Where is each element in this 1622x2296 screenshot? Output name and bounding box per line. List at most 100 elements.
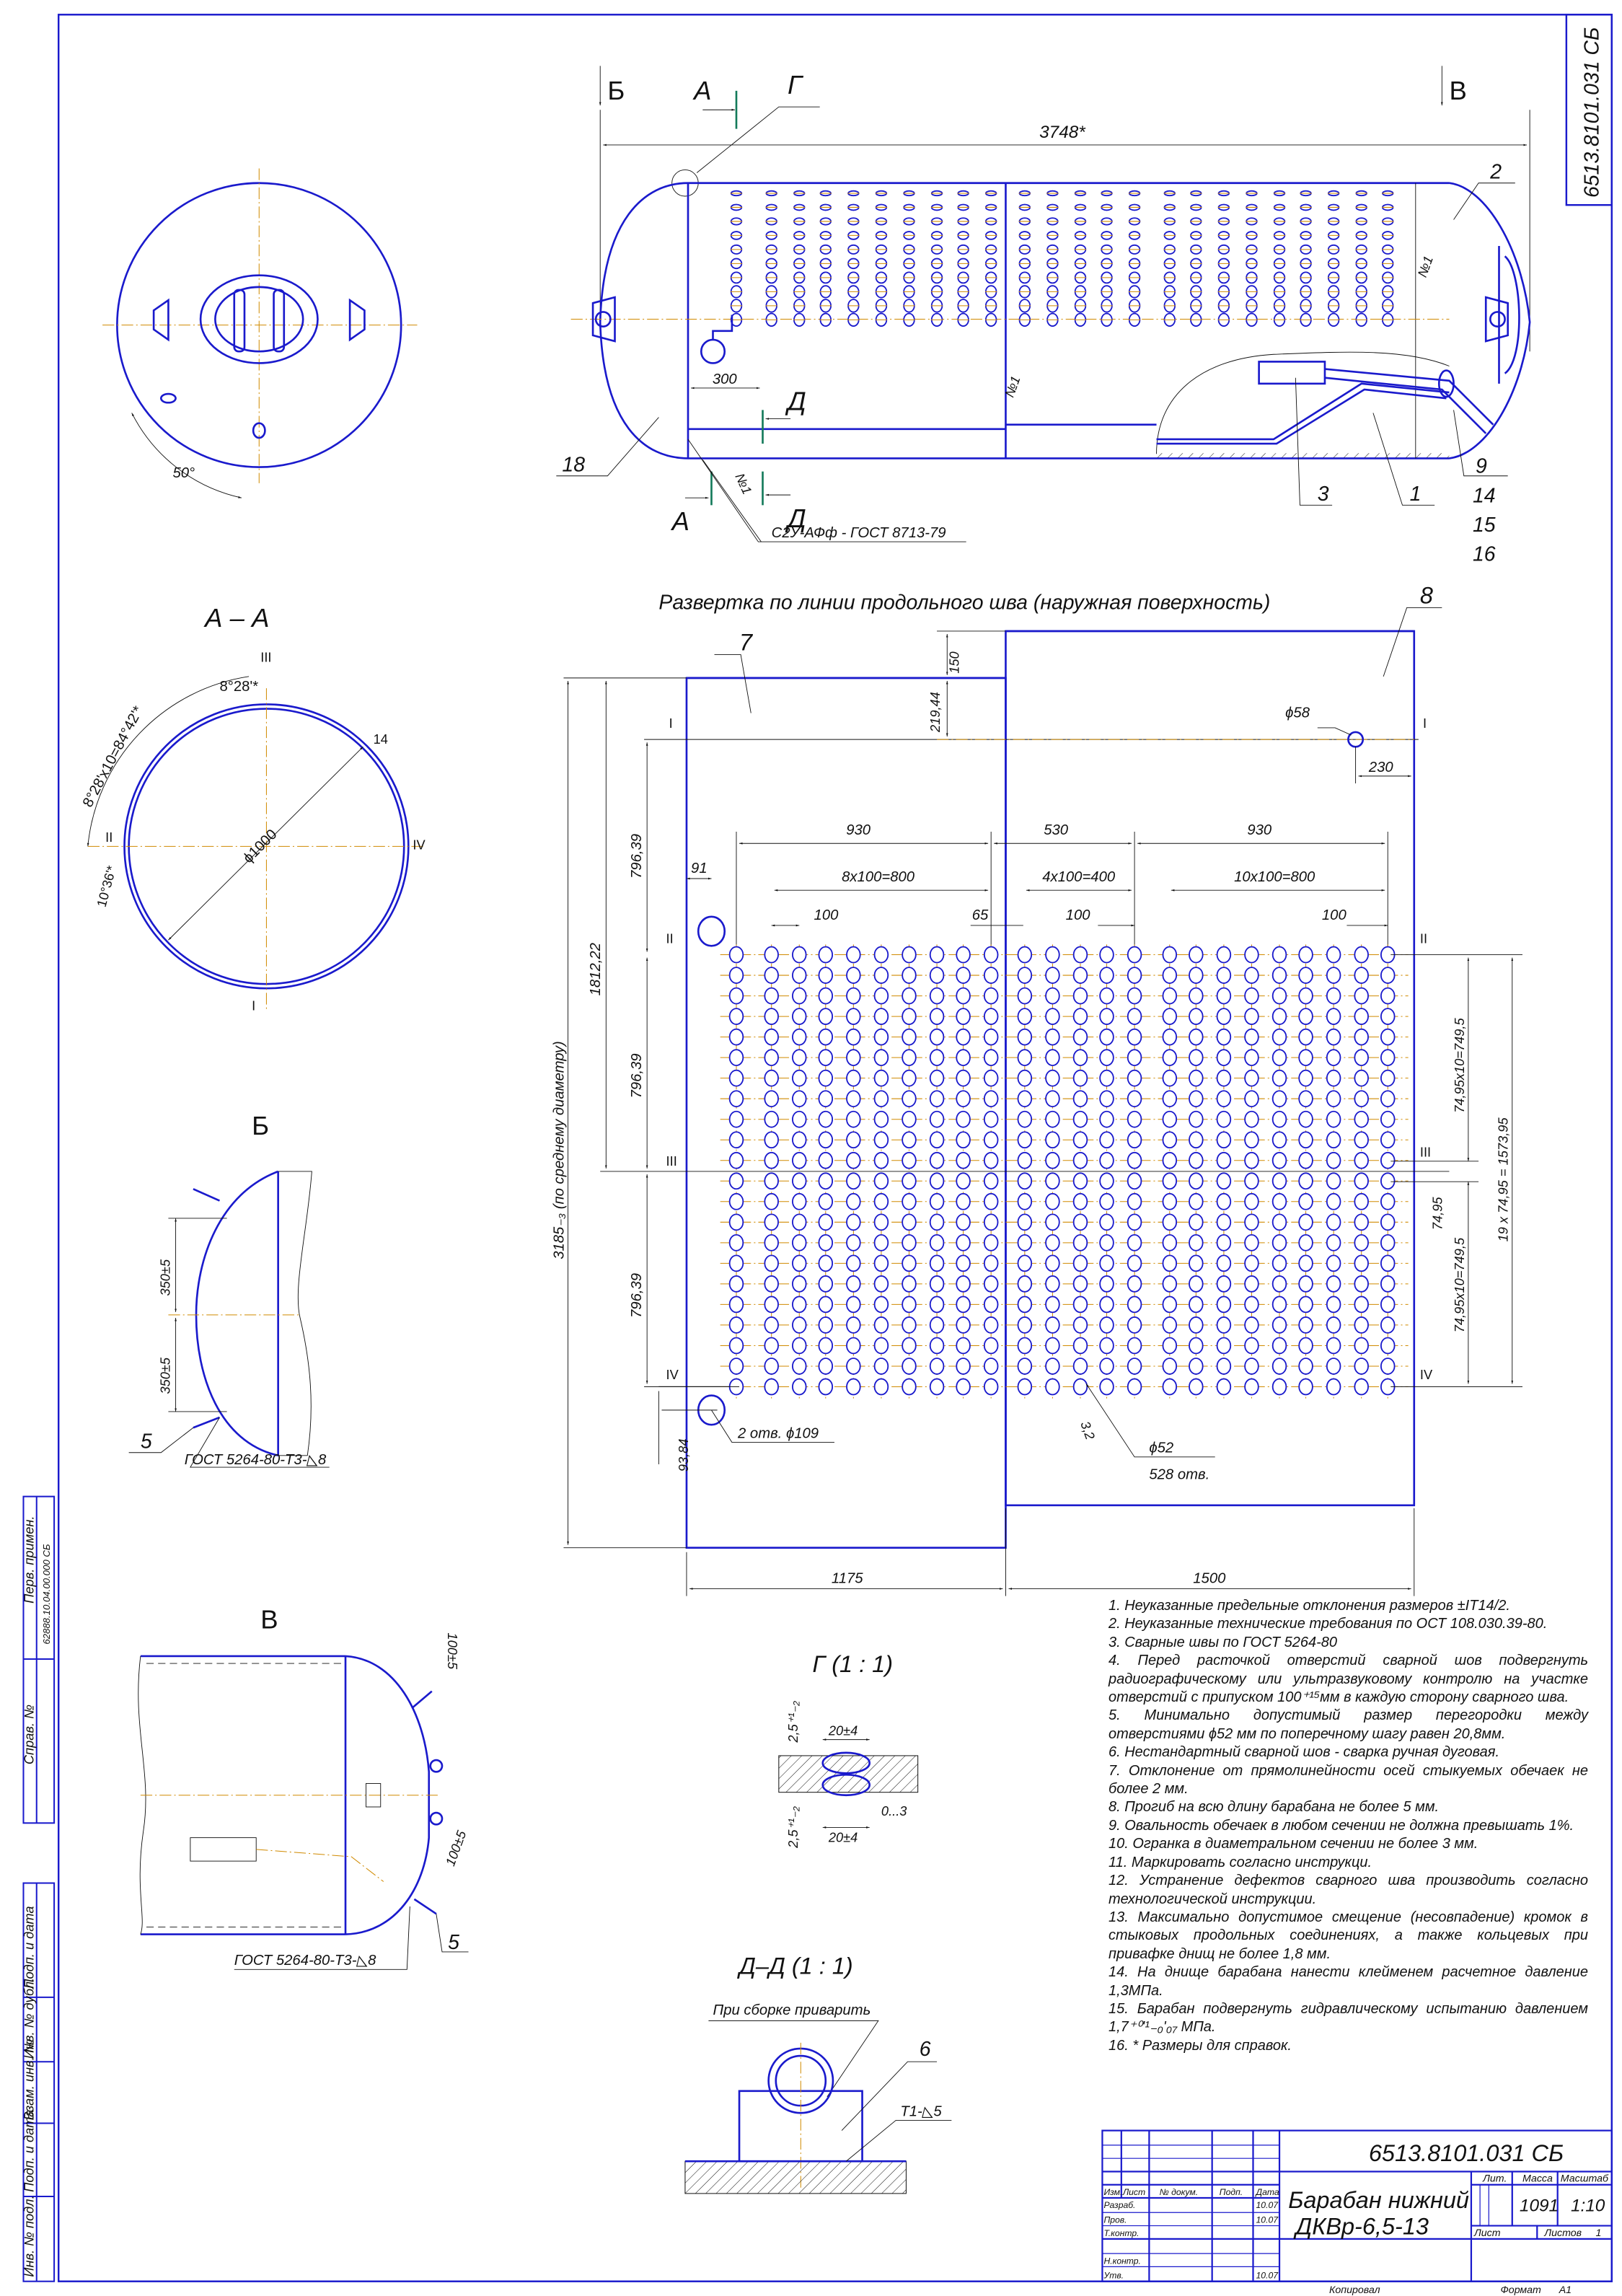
tube-hole <box>983 1090 999 1108</box>
blowdown-pipe <box>1156 382 1450 445</box>
tube-hole <box>1045 1233 1060 1252</box>
tube-hole <box>792 1316 807 1334</box>
tube-hole <box>1271 1192 1287 1210</box>
right-head <box>1449 182 1531 459</box>
tube-hole <box>1127 1028 1142 1046</box>
tube-hole <box>792 1275 807 1293</box>
tube-hole <box>873 1008 889 1025</box>
tube-hole <box>846 1008 861 1025</box>
tube-hole <box>1127 1049 1142 1067</box>
tube-hole <box>902 946 917 964</box>
tube-hole <box>1189 1069 1204 1087</box>
tube-hole <box>956 1110 971 1128</box>
tube-hole <box>1298 1028 1313 1046</box>
tube-hole <box>1099 987 1114 1005</box>
tube-hole <box>1326 1337 1341 1355</box>
section-aa-title: А – А <box>203 603 269 633</box>
tube-hole <box>1072 1069 1088 1087</box>
tube-hole <box>1271 1151 1287 1169</box>
tube-hole <box>1380 967 1396 984</box>
dim-1573: 19 x 74,95 = 1573,95 <box>1496 1117 1511 1242</box>
tube-hole <box>728 1131 744 1149</box>
tube-hole <box>873 1296 889 1314</box>
tube-hole <box>1045 1192 1060 1210</box>
tube-hole <box>1045 1028 1060 1046</box>
tube-hole <box>1127 1172 1142 1190</box>
tube-hole <box>1189 1110 1204 1128</box>
tube-hole <box>1354 1378 1369 1396</box>
tube-hole <box>983 1358 999 1375</box>
tube-hole <box>956 1296 971 1314</box>
tube-hole <box>1162 1378 1178 1396</box>
tube-hole <box>902 1337 917 1355</box>
tube-hole <box>1354 1213 1369 1231</box>
tube-hole <box>902 1069 917 1087</box>
tube-hole <box>1189 1275 1204 1293</box>
tube-hole <box>956 1378 971 1396</box>
tube-hole <box>1244 1131 1259 1149</box>
tube-hole <box>1380 1192 1396 1210</box>
overall-length-dim: 3748* <box>1039 123 1086 142</box>
tube-holes-development <box>720 944 1409 1399</box>
tube-hole <box>956 1358 971 1375</box>
tube-hole <box>929 967 945 984</box>
section-dd-weld: Т1-◺5 <box>900 2103 942 2119</box>
tube-hole <box>846 1172 861 1190</box>
tube-hole <box>1162 1028 1178 1046</box>
tube-hole <box>983 1378 999 1396</box>
dim-7495: 74,95 <box>1429 1197 1445 1231</box>
dev-roman-I-left: I <box>669 716 673 731</box>
section-dd-title: Д–Д (1 : 1) <box>737 1953 853 1979</box>
tube-hole <box>818 1008 834 1025</box>
tube-hole <box>818 1110 834 1128</box>
tube-hole <box>1380 1233 1396 1252</box>
dev-roman-IV-right: IV <box>1420 1367 1433 1382</box>
tube-hole <box>929 1110 945 1128</box>
tube-hole <box>1045 946 1060 964</box>
roman-IV: IV <box>413 837 426 852</box>
tb-name-1: Барабан нижний <box>1288 2187 1469 2213</box>
tube-hole <box>1099 1337 1114 1355</box>
note-1: 1. Неуказанные предельные отклонения раз… <box>1108 1598 1510 1614</box>
tube-hole <box>1380 1254 1396 1272</box>
section-d-top-label: Д <box>785 386 806 415</box>
tube-hole <box>818 1028 834 1046</box>
tube-hole <box>1354 1049 1369 1067</box>
tube-hole <box>1189 1192 1204 1210</box>
seam-label-1: №1 <box>732 471 755 497</box>
tube-hole <box>846 987 861 1005</box>
section-dd-callout-6: 6 <box>920 2038 931 2061</box>
tube-hole <box>1017 1028 1033 1046</box>
tube-hole <box>1326 987 1341 1005</box>
tube-hole <box>1017 987 1033 1005</box>
doc-code-box: 6513.8101.031 СБ <box>1565 14 1613 206</box>
tube-hole <box>873 1131 889 1149</box>
dev-roman-IV-left: IV <box>666 1367 679 1382</box>
dim-100-c: 100 <box>1322 907 1347 923</box>
tube-hole <box>902 1028 917 1046</box>
technical-requirements: 1. Неуказанные предельные отклонения раз… <box>1108 1597 1588 2055</box>
tb-date-3: 10.07 <box>1256 2271 1279 2281</box>
tube-hole <box>929 1172 945 1190</box>
tube-hole <box>1127 1110 1142 1128</box>
title-block-text: 6513.8101.031 СБ Барабан нижний ДКВр-6,5… <box>1103 2140 1609 2296</box>
development-title: Развертка по линии продольного шва (нару… <box>658 591 1270 614</box>
tube-hole <box>1326 1296 1341 1314</box>
tube-hole <box>1162 1110 1178 1128</box>
tube-hole <box>956 1069 971 1087</box>
tube-hole <box>818 1316 834 1334</box>
tube-hole <box>1072 1008 1088 1025</box>
tube-hole <box>1099 1151 1114 1169</box>
tube-hole <box>1045 1337 1060 1355</box>
tb-tkontr: Т.контр. <box>1103 2228 1139 2238</box>
tube-hole <box>818 1049 834 1067</box>
tube-hole <box>873 1110 889 1128</box>
tube-hole <box>1326 1358 1341 1375</box>
tube-hole <box>1326 1378 1341 1396</box>
tube-hole <box>1271 1316 1287 1334</box>
tube-hole <box>728 1090 744 1108</box>
tube-hole <box>1162 1151 1178 1169</box>
callout-15: 15 <box>1473 514 1496 537</box>
tube-hole <box>1045 1378 1060 1396</box>
tube-hole <box>1045 987 1060 1005</box>
